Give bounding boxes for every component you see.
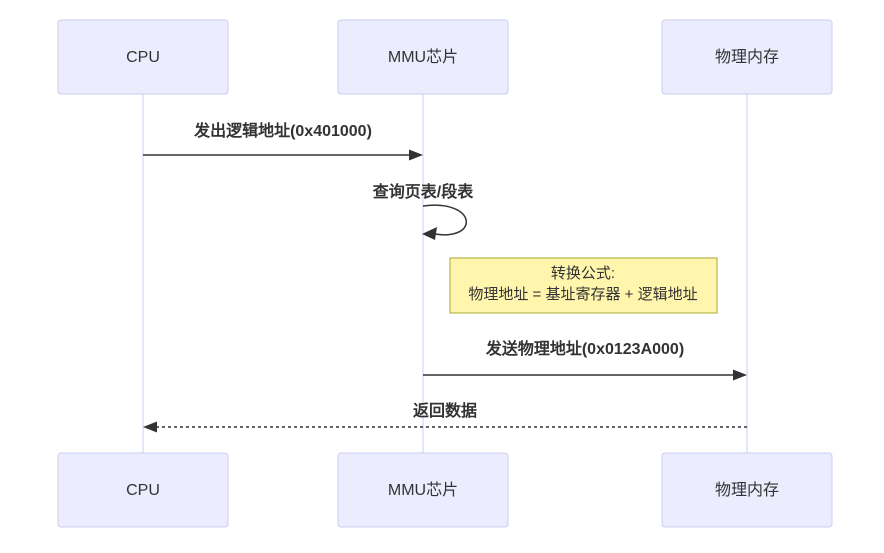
note-line2: 物理地址 = 基址寄存器 + 逻辑地址 [468,285,697,303]
actor-rect [57,19,229,95]
actor-bottom-mmu: MMU芯片 [337,452,509,528]
actor-top-memory: 物理内存 [661,19,833,95]
actor-rect [661,452,833,528]
actor-label-memory: 物理内存 [715,481,779,499]
actor-label-cpu: CPU [126,482,160,499]
actor-rect [661,19,833,95]
note-rect [449,257,718,314]
message-physical-address: 发送物理地址(0x0123A000) [423,339,747,381]
message-label: 查询页表/段表 [373,182,474,201]
actor-rect [57,452,229,528]
actor-label-mmu: MMU芯片 [388,481,458,499]
message-self-loop: 查询页表/段表 [373,182,474,240]
message-label: 返回数据 [413,401,477,420]
actor-label-cpu: CPU [126,49,160,66]
actor-rect [337,452,509,528]
actor-rect [337,19,509,95]
actor-top-mmu: MMU芯片 [337,19,509,95]
message-logical-address: 发出逻辑地址(0x401000) [143,121,423,161]
message-label: 发送物理地址(0x0123A000) [485,339,684,358]
message-label: 发出逻辑地址(0x401000) [193,121,372,140]
arrowhead-right-icon [409,149,423,161]
actor-top-cpu: CPU [57,19,229,95]
actor-bottom-cpu: CPU [57,452,229,528]
note-formula: 转换公式: 物理地址 = 基址寄存器 + 逻辑地址 [449,257,718,314]
actor-label-memory: 物理内存 [715,48,779,66]
self-loop-arc [422,204,467,236]
arrowhead-right-icon [733,369,747,381]
actor-bottom-memory: 物理内存 [661,452,833,528]
message-return-data: 返回数据 [143,401,747,433]
arrowhead-left-icon [422,227,437,240]
arrowhead-left-icon [143,421,157,433]
note-line1: 转换公式: [551,265,615,282]
actor-label-mmu: MMU芯片 [388,48,458,66]
